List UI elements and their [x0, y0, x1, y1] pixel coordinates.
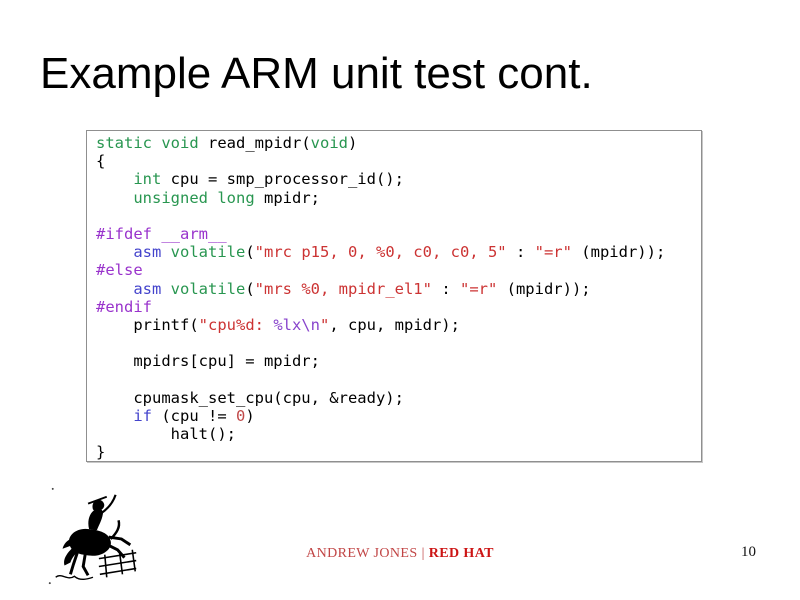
- code-token-pl: cpumask_set_cpu(cpu, &ready);: [96, 388, 404, 407]
- code-line: #endif: [96, 298, 701, 316]
- code-token-st: "=r": [459, 279, 498, 298]
- code-token-st: "mrs %0, mpidr_el1": [254, 279, 432, 298]
- code-line: halt();: [96, 425, 701, 443]
- code-line: int cpu = smp_processor_id();: [96, 170, 701, 188]
- code-token-pl: cpu = smp_processor_id();: [161, 170, 404, 189]
- bucking-horse-rider-logo: [48, 487, 137, 585]
- code-token-pl: :: [506, 243, 535, 262]
- code-token-pl: [96, 189, 133, 207]
- code-token-pl: [96, 243, 133, 261]
- code-token-kw: volatile: [170, 243, 246, 262]
- page-number: 10: [741, 544, 756, 560]
- code-token-kw: unsigned: [133, 188, 208, 207]
- code-token-pl: ): [245, 407, 255, 425]
- code-token-pl: (: [245, 243, 255, 262]
- code-token-pl: halt();: [96, 425, 236, 444]
- code-line: [96, 334, 701, 352]
- code-token-pl: [161, 280, 170, 298]
- code-token-pl: }: [96, 443, 106, 462]
- code-token-pp: #ifdef __arm__: [96, 225, 227, 243]
- code-token-pl: [208, 189, 217, 207]
- code-token-kw: volatile: [170, 279, 246, 298]
- code-token-st: "cpu%d:: [198, 316, 274, 335]
- code-token-pp: #endif: [96, 297, 152, 316]
- code-token-pp: #else: [96, 261, 143, 280]
- code-token-kw: long: [217, 188, 255, 207]
- footer: ANDREW JONES|RED HAT: [0, 546, 800, 562]
- code-token-st: "=r": [534, 243, 572, 262]
- code-line: printf("cpu%d: %lx\n", cpu, mpidr);: [96, 316, 701, 334]
- code-token-kw: int: [133, 170, 162, 189]
- footer-brand: RED HAT: [428, 546, 494, 561]
- code-line: #ifdef __arm__: [96, 225, 701, 243]
- code-line: cpumask_set_cpu(cpu, &ready);: [96, 389, 701, 407]
- code-line: mpidrs[cpu] = mpidr;: [96, 352, 701, 370]
- code-token-pl: [96, 280, 133, 298]
- code-line: asm volatile("mrs %0, mpidr_el1" : "=r" …: [96, 280, 701, 298]
- code-token-pl: ): [347, 134, 358, 152]
- code-line: {: [96, 152, 701, 170]
- code-token-pl: [96, 170, 133, 188]
- code-token-kw: static: [96, 134, 152, 152]
- code-line: #else: [96, 261, 701, 279]
- code-token-kw: void: [161, 134, 199, 152]
- code-token-pl: read_mpidr(: [198, 134, 311, 152]
- code-token-pl: , cpu, mpidr);: [329, 316, 460, 335]
- code-token-bl: asm: [133, 279, 162, 298]
- code-token-pl: (mpidr));: [571, 243, 666, 262]
- code-token-bl: asm: [133, 243, 162, 262]
- code-line: asm volatile("mrc p15, 0, %0, c0, c0, 5"…: [96, 243, 701, 261]
- code-token-pl: (cpu !=: [152, 407, 236, 425]
- footer-separator: |: [421, 546, 425, 561]
- code-line: }: [96, 443, 701, 461]
- code-token-kw: void: [310, 134, 348, 152]
- code-block: static void read_mpidr(void){ int cpu = …: [86, 130, 702, 462]
- code-token-pl: [152, 134, 161, 152]
- code-token-pl: (: [245, 279, 255, 298]
- code-token-pl: [161, 243, 170, 261]
- code-token-pl: (mpidr));: [497, 279, 591, 298]
- page-title: Example ARM unit test cont.: [40, 49, 593, 98]
- code-token-pl: mpidr;: [254, 188, 320, 207]
- code-token-sp: %lx\n: [273, 316, 320, 335]
- code-line: if (cpu != 0): [96, 407, 701, 425]
- code-line: unsigned long mpidr;: [96, 189, 701, 207]
- code-token-st: "mrc p15, 0, %0, c0, c0, 5": [254, 243, 507, 262]
- code-token-st: ": [319, 316, 330, 335]
- code-token-bl: if: [133, 407, 152, 425]
- code-line: [96, 207, 701, 225]
- code-token-pl: printf(: [96, 316, 199, 335]
- code-line: [96, 371, 701, 389]
- code-token-pl: :: [431, 279, 460, 298]
- code-token-nu: 0: [236, 407, 246, 425]
- code-token-pl: [96, 407, 133, 425]
- footer-author: ANDREW JONES: [306, 546, 418, 561]
- code-line: static void read_mpidr(void): [96, 134, 701, 152]
- code-token-pl: {: [96, 152, 106, 171]
- code-token-pl: mpidrs[cpu] = mpidr;: [96, 352, 320, 371]
